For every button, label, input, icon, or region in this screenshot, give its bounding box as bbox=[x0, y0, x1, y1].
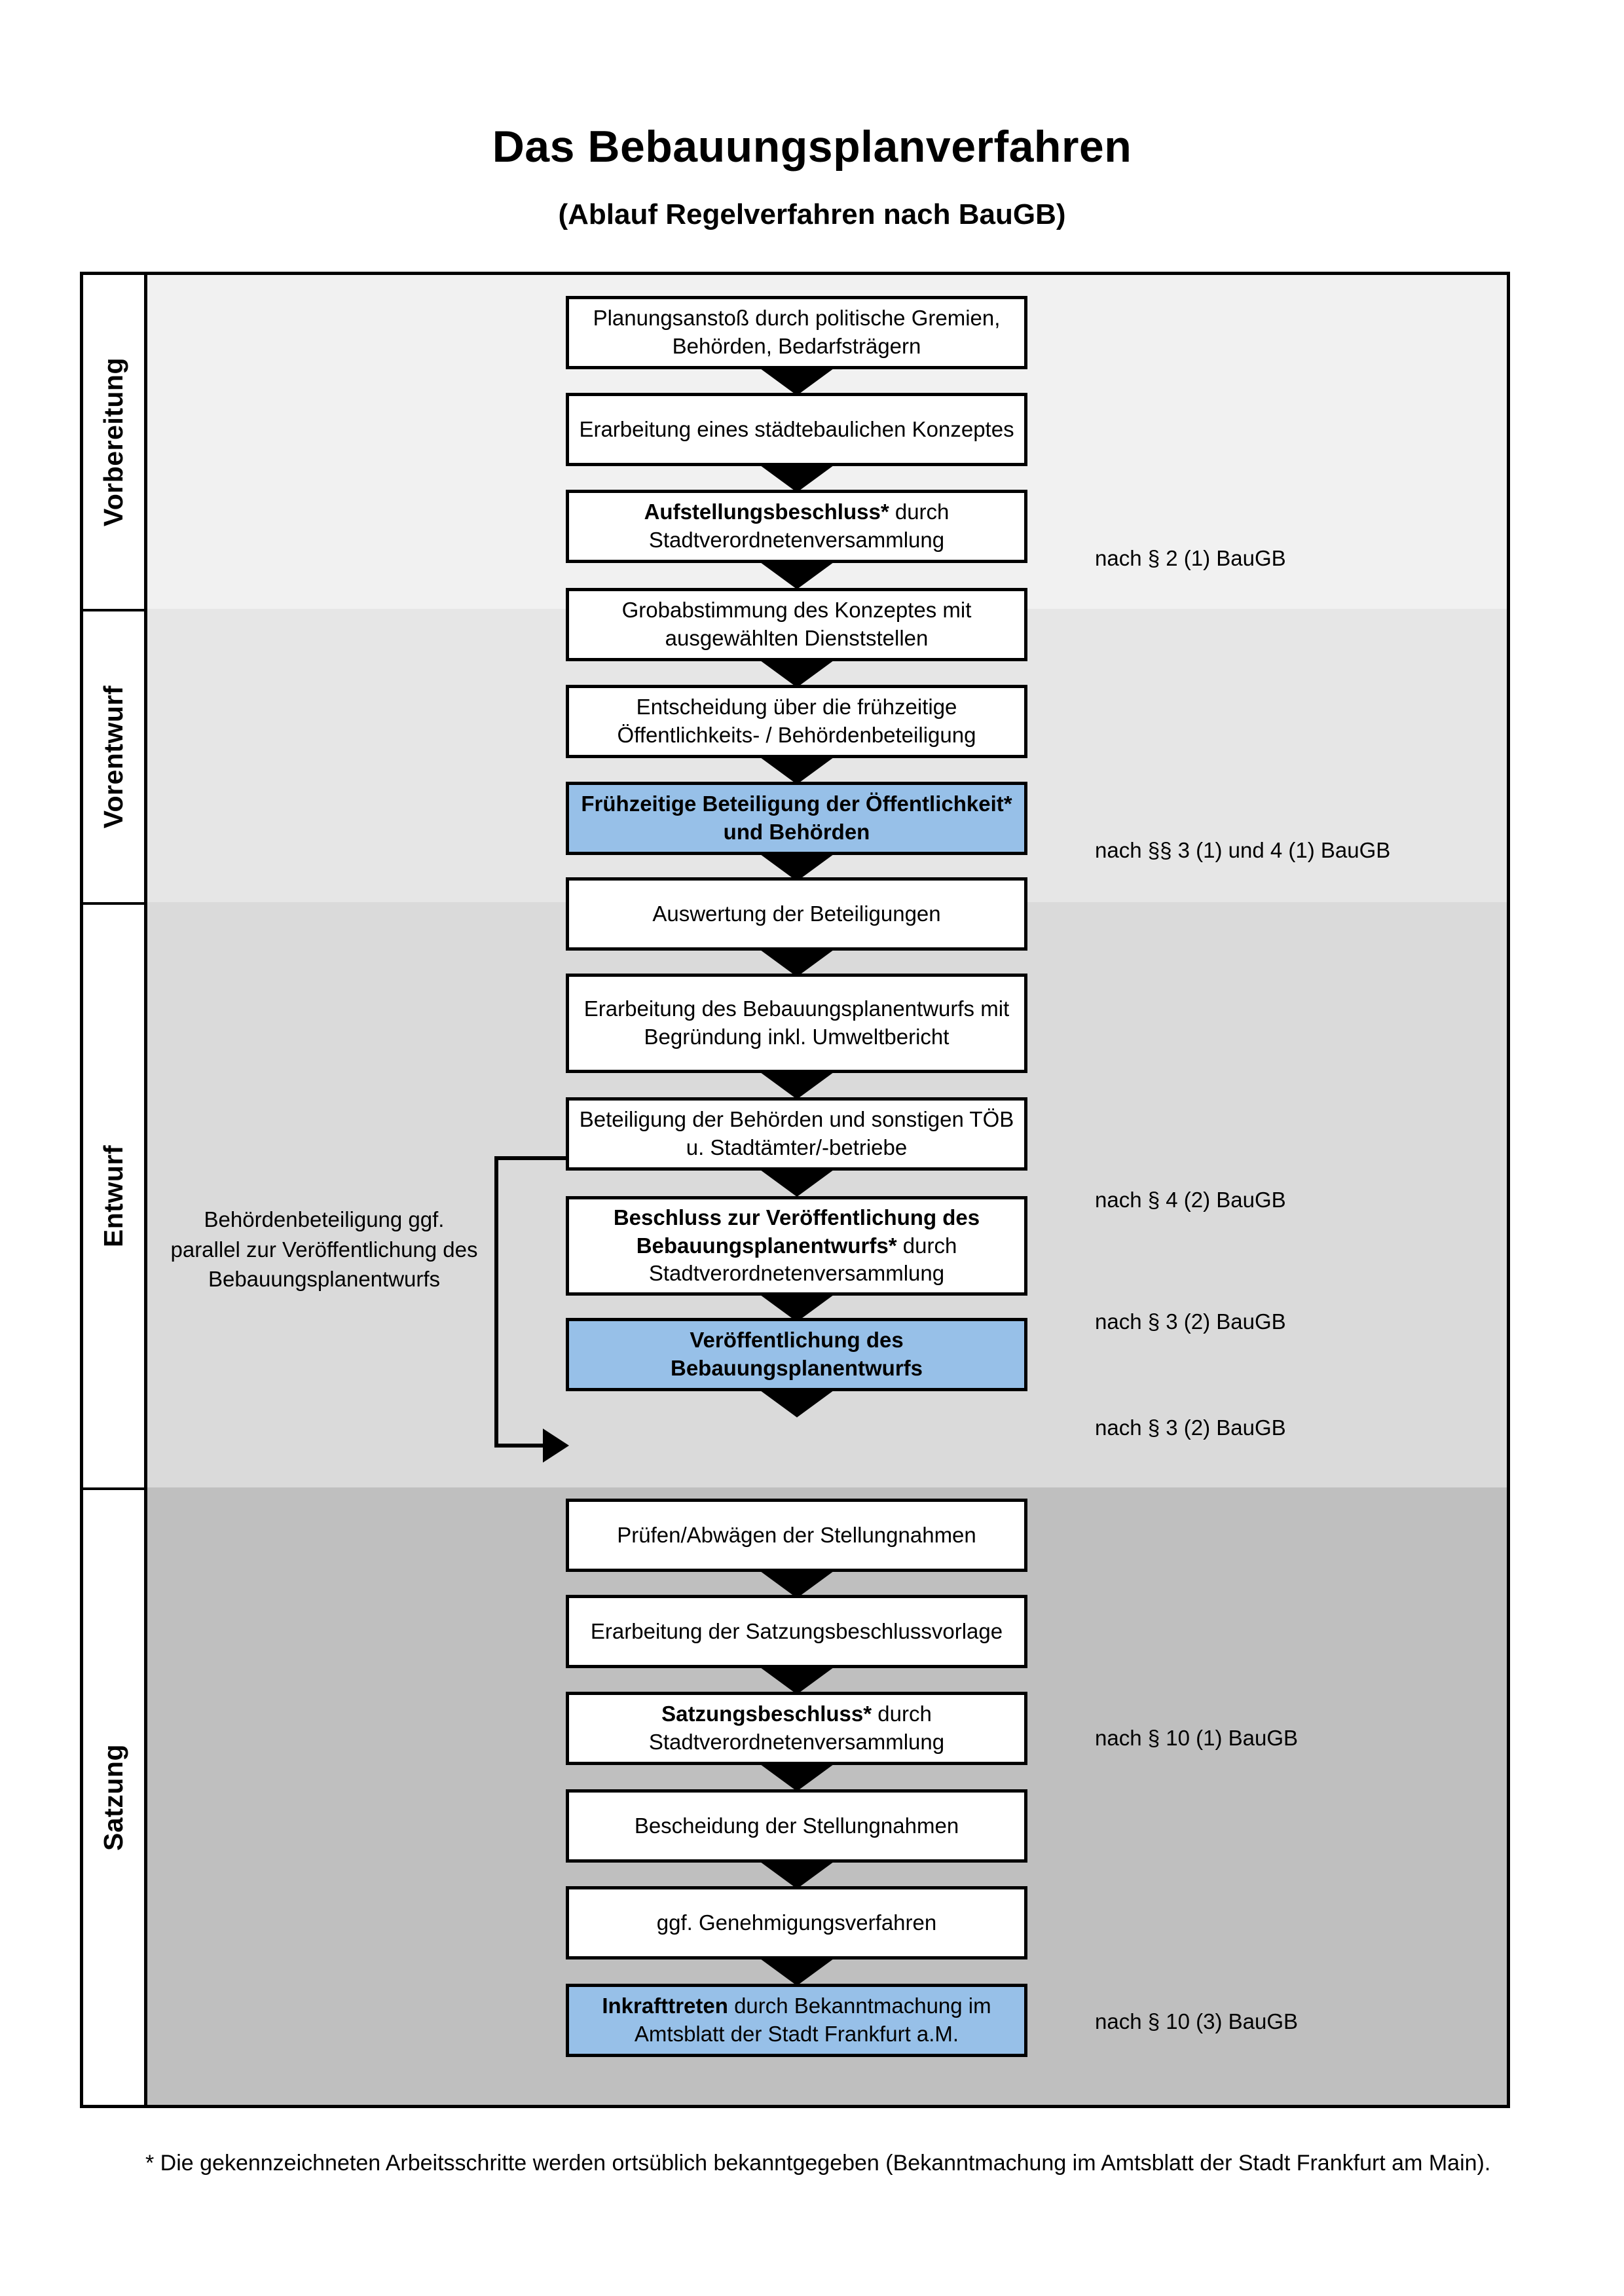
phase-label-text: Vorbereitung bbox=[98, 357, 128, 527]
phase-label-vorentwurf: Vorentwurf bbox=[83, 609, 144, 902]
flow-step-box-highlight[interactable]: Inkrafttreten durch Bekanntmachung im Am… bbox=[566, 1984, 1027, 2057]
flow-step-box[interactable]: Entscheidung über die frühzeitige Öffent… bbox=[566, 685, 1027, 758]
phase-label-satzung: Satzung bbox=[83, 1487, 144, 2105]
legal-note: nach § 2 (1) BauGB bbox=[1095, 546, 1286, 570]
title-block: Das Bebauungsplanverfahren (Ablauf Regel… bbox=[0, 124, 1624, 229]
bracket-connector-top bbox=[494, 1156, 568, 1160]
phase-label-text: Satzung bbox=[98, 1744, 128, 1851]
flow-step-box[interactable]: Erarbeitung des Bebauungsplanentwurfs mi… bbox=[566, 974, 1027, 1073]
flow-step-emphasis: Veröffentlichung des Bebauungsplanentwur… bbox=[670, 1328, 923, 1380]
flow-step-emphasis: Beschluss zur Veröffentlichung des Bebau… bbox=[613, 1205, 980, 1258]
flow-step-text: durch Stadtverordnetenversammlung bbox=[648, 1702, 945, 1754]
down-arrow-icon bbox=[758, 1762, 836, 1791]
down-arrow-icon bbox=[758, 948, 836, 977]
down-arrow-icon bbox=[758, 1293, 836, 1322]
flow-step-text: Erarbeitung der Satzungsbeschlussvorlage bbox=[590, 1618, 1003, 1643]
flow-step-emphasis: Frühzeitige Beteiligung der Öffentlichke… bbox=[581, 792, 1012, 844]
flow-step-box-highlight[interactable]: Veröffentlichung des Bebauungsplanentwur… bbox=[566, 1318, 1027, 1391]
flow-step-box[interactable]: Satzungsbeschluss* durch Stadtverordnete… bbox=[566, 1692, 1027, 1765]
down-arrow-icon bbox=[758, 852, 836, 881]
legal-note: nach § 10 (3) BauGB bbox=[1095, 2009, 1299, 2033]
phase-label-entwurf: Entwurf bbox=[83, 902, 144, 1487]
flow-step-box[interactable]: Grobabstimmung des Konzeptes mit ausgewä… bbox=[566, 588, 1027, 661]
legal-note: nach § 10 (1) BauGB bbox=[1095, 1726, 1299, 1750]
flow-step-text: Prüfen/Abwägen der Stellungnahmen bbox=[617, 1522, 976, 1547]
page-subtitle: (Ablauf Regelverfahren nach BauGB) bbox=[558, 198, 1066, 230]
flow-step-box[interactable]: Planungsanstoß durch politische Gremien,… bbox=[566, 296, 1027, 369]
flow-step-text: ggf. Genehmigungsverfahren bbox=[656, 1910, 937, 1935]
flow-step-box[interactable]: Erarbeitung eines städtebaulichen Konzep… bbox=[566, 393, 1027, 466]
bracket-connector-vertical bbox=[494, 1156, 498, 1448]
down-arrow-icon bbox=[758, 1860, 836, 1889]
side-note: Behördenbeteiligung ggf. parallel zur Ve… bbox=[170, 1207, 478, 1292]
down-arrow-icon bbox=[758, 560, 836, 589]
down-arrow-icon bbox=[758, 1666, 836, 1694]
flow-step-text: Erarbeitung eines städtebaulichen Konzep… bbox=[579, 416, 1014, 441]
down-arrow-icon bbox=[758, 367, 836, 395]
down-arrow-icon bbox=[758, 659, 836, 687]
flow-step-box[interactable]: Bescheidung der Stellungnahmen bbox=[566, 1789, 1027, 1863]
down-arrow-icon bbox=[758, 756, 836, 784]
legal-note: nach § 4 (2) BauGB bbox=[1095, 1188, 1286, 1212]
legal-note: nach § 3 (2) BauGB bbox=[1095, 1415, 1286, 1440]
flow-step-box[interactable]: Beteiligung der Behörden und sonstigen T… bbox=[566, 1097, 1027, 1171]
flow-step-text: Grobabstimmung des Konzeptes mit ausgewä… bbox=[621, 598, 972, 650]
flow-step-text: Erarbeitung des Bebauungsplanentwurfs mi… bbox=[583, 996, 1010, 1049]
down-arrow-icon bbox=[758, 1168, 836, 1197]
flow-step-box-highlight[interactable]: Frühzeitige Beteiligung der Öffentlichke… bbox=[566, 782, 1027, 855]
flow-step-emphasis: Inkrafttreten bbox=[602, 1994, 728, 2018]
flow-step-text: durch Stadtverordnetenversammlung bbox=[648, 500, 950, 552]
legal-note: nach § 3 (2) BauGB bbox=[1095, 1309, 1286, 1334]
flow-step-text: Bescheidung der Stellungnahmen bbox=[634, 1813, 959, 1838]
flow-step-box[interactable]: Aufstellungsbeschluss* durch Stadtverord… bbox=[566, 490, 1027, 563]
footnote: * Die gekennzeichneten Arbeitsschritte w… bbox=[145, 2151, 1491, 2176]
flow-step-text: durch Bekanntmachung im Amtsblatt der St… bbox=[634, 1994, 991, 2046]
down-arrow-icon bbox=[758, 1957, 836, 1986]
down-arrow-icon bbox=[758, 1569, 836, 1598]
down-arrow-icon bbox=[758, 1389, 836, 1417]
flow-step-text: durch Stadtverordnetenversammlung bbox=[648, 1233, 957, 1286]
bracket-connector-bottom bbox=[494, 1444, 548, 1448]
flow-step-box[interactable]: Erarbeitung der Satzungsbeschlussvorlage bbox=[566, 1595, 1027, 1668]
flow-step-emphasis: Aufstellungsbeschluss* bbox=[644, 500, 889, 524]
flow-step-box[interactable]: Beschluss zur Veröffentlichung des Bebau… bbox=[566, 1196, 1027, 1296]
flow-step-text: Beteiligung der Behörden und sonstigen T… bbox=[579, 1107, 1014, 1159]
flow-step-emphasis: Satzungsbeschluss* bbox=[661, 1702, 872, 1726]
flow-step-text: Entscheidung über die frühzeitige Öffent… bbox=[617, 695, 976, 747]
flow-step-box[interactable]: ggf. Genehmigungsverfahren bbox=[566, 1886, 1027, 1959]
flow-step-text: Auswertung der Beteiligungen bbox=[652, 901, 941, 926]
legal-note: nach §§ 3 (1) und 4 (1) BauGB bbox=[1095, 838, 1391, 862]
flow-step-box[interactable]: Prüfen/Abwägen der Stellungnahmen bbox=[566, 1499, 1027, 1572]
phase-label-text: Entwurf bbox=[98, 1144, 128, 1248]
down-arrow-icon bbox=[758, 1070, 836, 1099]
page-title: Das Bebauungsplanverfahren bbox=[492, 122, 1132, 172]
label-column-divider bbox=[144, 272, 147, 2108]
down-arrow-icon bbox=[758, 464, 836, 492]
phase-label-text: Vorentwurf bbox=[98, 685, 128, 829]
arrow-right-icon bbox=[543, 1429, 569, 1463]
flow-step-text: Planungsanstoß durch politische Gremien,… bbox=[593, 306, 1001, 358]
phase-label-vorbereitung: Vorbereitung bbox=[83, 275, 144, 609]
flow-step-box[interactable]: Auswertung der Beteiligungen bbox=[566, 877, 1027, 951]
